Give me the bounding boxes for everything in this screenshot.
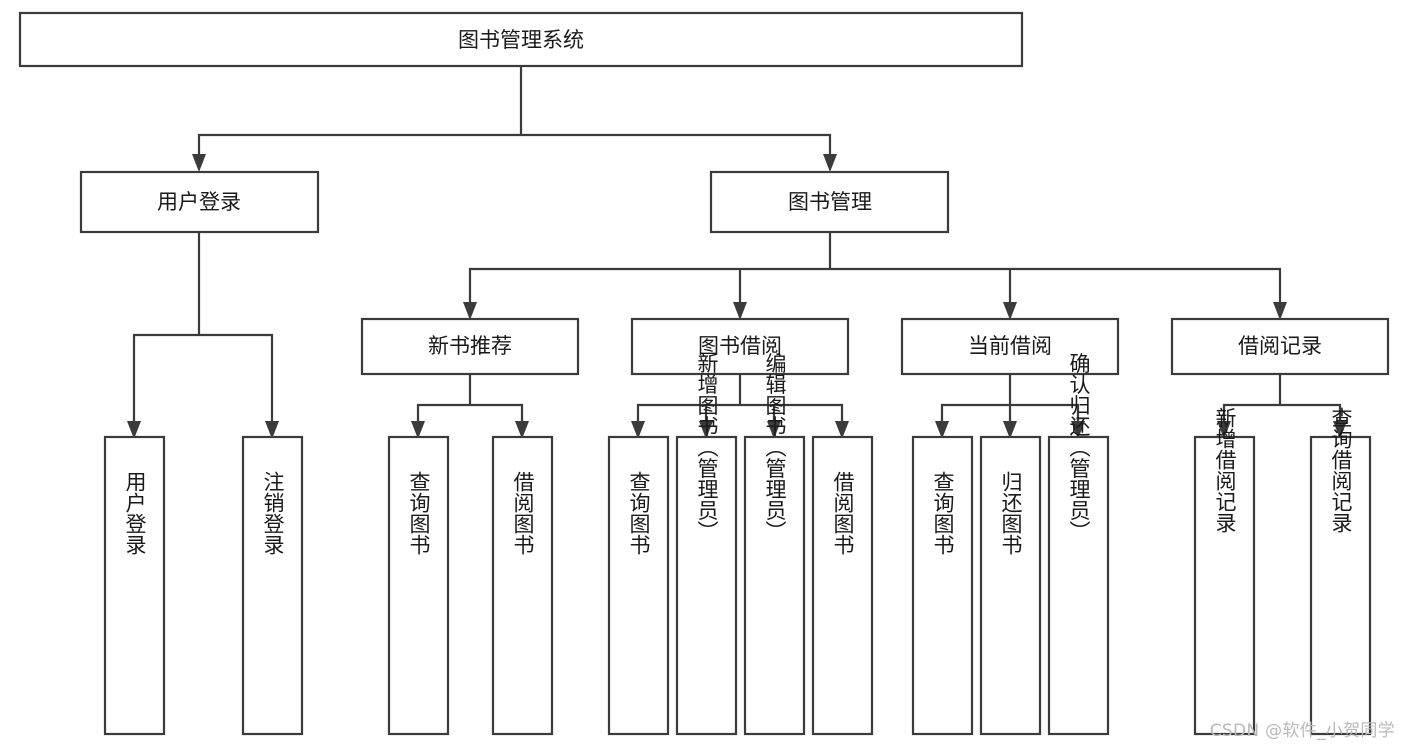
node-label-new-book-recommend: 新书推荐 bbox=[428, 334, 512, 358]
connector-user-login-stem bbox=[132, 230, 274, 427]
leaf-box-query-book-current[interactable] bbox=[911, 435, 974, 736]
node-new-book-recommend[interactable]: 新书推荐 bbox=[360, 317, 580, 376]
connector-layer bbox=[127, 64, 1347, 439]
leaf-edit-book[interactable]: 编辑图书（管理员） bbox=[743, 353, 806, 736]
connector-book-borrow-stem bbox=[636, 372, 844, 427]
node-book-management[interactable]: 图书管理 bbox=[709, 170, 950, 234]
leaf-label-query-book-borrow: 查询图书 bbox=[627, 471, 651, 555]
leaf-box-borrow-book[interactable] bbox=[811, 435, 874, 736]
arrow-to-leaf-add-record bbox=[1217, 421, 1231, 439]
leaf-box-confirm-return[interactable] bbox=[1047, 435, 1110, 736]
node-box-root[interactable] bbox=[18, 11, 1024, 68]
node-label-current-borrow: 当前借阅 bbox=[968, 334, 1052, 358]
leaf-box-return-book[interactable] bbox=[979, 435, 1042, 736]
leaf-add-borrow-record[interactable]: 新增借阅记录 bbox=[1193, 407, 1256, 736]
arrow-to-new-book-recommend bbox=[463, 302, 477, 320]
node-borrow-record[interactable]: 借阅记录 bbox=[1170, 317, 1390, 376]
leaf-query-book-recommend[interactable]: 查询图书 bbox=[387, 435, 450, 736]
connector-borrow-record-stem bbox=[1222, 372, 1342, 427]
leaf-return-book[interactable]: 归还图书 bbox=[979, 435, 1042, 736]
arrow-to-leaf-borrow-book-2 bbox=[835, 421, 849, 439]
leaf-label-user-login: 用户登录 bbox=[123, 471, 147, 555]
arrow-to-leaf-query-record bbox=[1333, 421, 1347, 439]
node-current-borrow[interactable]: 当前借阅 bbox=[900, 317, 1120, 376]
node-box-borrow-record[interactable] bbox=[1170, 317, 1390, 376]
node-book-borrow[interactable]: 图书借阅 bbox=[630, 317, 850, 376]
arrow-to-leaf-add-book bbox=[699, 421, 713, 439]
arrow-to-leaf-query-book-2 bbox=[631, 421, 645, 439]
leaf-borrow-book[interactable]: 借阅图书 bbox=[811, 435, 874, 736]
leaf-confirm-return[interactable]: 确认归还（管理员） bbox=[1047, 353, 1110, 736]
arrow-to-leaf-return-book bbox=[1003, 421, 1017, 439]
leaf-box-add-borrow-record[interactable] bbox=[1193, 435, 1256, 736]
leaf-label-confirm-return: 确认归还（管理员） bbox=[1067, 353, 1091, 542]
connector-root-stem bbox=[197, 64, 832, 160]
leaf-add-book[interactable]: 新增图书（管理员） bbox=[675, 353, 738, 736]
leaf-label-query-book-current: 查询图书 bbox=[931, 471, 955, 555]
leaf-box-borrow-book-recommend[interactable] bbox=[491, 435, 554, 736]
leaf-label-borrow-book: 借阅图书 bbox=[831, 471, 855, 555]
leaf-label-logout: 注销登录 bbox=[261, 471, 285, 555]
leaf-query-borrow-record[interactable]: 查询借阅记录 bbox=[1309, 407, 1372, 736]
arrow-to-book-manage bbox=[823, 154, 837, 172]
node-box-user-login[interactable] bbox=[79, 170, 320, 234]
leaf-label-query-book-recommend: 查询图书 bbox=[407, 471, 431, 555]
leaf-label-query-borrow-record: 查询借阅记录 bbox=[1329, 407, 1353, 533]
leaf-logout[interactable]: 注销登录 bbox=[241, 435, 304, 736]
arrow-to-current-borrow bbox=[1003, 302, 1017, 320]
leaf-label-add-book: 新增图书（管理员） bbox=[695, 353, 719, 542]
arrow-to-leaf-borrow-book-1 bbox=[515, 421, 529, 439]
leaf-label-add-borrow-record: 新增借阅记录 bbox=[1213, 407, 1237, 533]
arrow-to-user-login bbox=[192, 154, 206, 172]
node-user-login[interactable]: 用户登录 bbox=[79, 170, 320, 234]
arrow-to-leaf-query-book-1 bbox=[411, 421, 425, 439]
arrow-to-leaf-logout bbox=[265, 421, 279, 439]
node-box-book-borrow[interactable] bbox=[630, 317, 850, 376]
leaf-label-borrow-book-recommend: 借阅图书 bbox=[511, 471, 535, 555]
arrow-to-leaf-user-login bbox=[127, 421, 141, 439]
leaf-query-book-borrow[interactable]: 查询图书 bbox=[607, 435, 670, 736]
arrow-to-book-borrow bbox=[733, 302, 747, 320]
node-label-book-borrow: 图书借阅 bbox=[698, 334, 782, 358]
node-box-new-book-recommend[interactable] bbox=[360, 317, 580, 376]
leaf-box-query-book-borrow[interactable] bbox=[607, 435, 670, 736]
node-label-root: 图书管理系统 bbox=[458, 28, 584, 52]
leaf-label-edit-book: 编辑图书（管理员） bbox=[763, 353, 787, 542]
connector-book-manage-stem bbox=[468, 230, 1282, 308]
connector-current-borrow-stem bbox=[940, 372, 1080, 427]
leaf-box-query-borrow-record[interactable] bbox=[1309, 435, 1372, 736]
leaf-user-login[interactable]: 用户登录 bbox=[103, 435, 166, 736]
leaf-box-edit-book[interactable] bbox=[743, 435, 806, 736]
node-box-current-borrow[interactable] bbox=[900, 317, 1120, 376]
leaf-query-book-current[interactable]: 查询图书 bbox=[911, 435, 974, 736]
leaf-borrow-book-recommend[interactable]: 借阅图书 bbox=[491, 435, 554, 736]
node-label-book-management: 图书管理 bbox=[788, 190, 872, 214]
node-label-user-login: 用户登录 bbox=[157, 190, 241, 214]
leaf-box-query-book-recommend[interactable] bbox=[387, 435, 450, 736]
node-root-book-management-system[interactable]: 图书管理系统 bbox=[18, 11, 1024, 68]
leaf-label-return-book: 归还图书 bbox=[999, 471, 1023, 555]
arrow-to-leaf-confirm-return bbox=[1071, 421, 1085, 439]
arrow-to-borrow-record bbox=[1273, 302, 1287, 320]
arrow-to-leaf-query-book-3 bbox=[935, 421, 949, 439]
leaf-box-add-book[interactable] bbox=[675, 435, 738, 736]
arrow-to-leaf-edit-book bbox=[767, 421, 781, 439]
leaf-box-logout[interactable] bbox=[241, 435, 304, 736]
leaf-box-user-login[interactable] bbox=[103, 435, 166, 736]
node-label-borrow-record: 借阅记录 bbox=[1238, 334, 1322, 358]
connector-new-book-recommend-stem bbox=[416, 372, 524, 427]
node-box-book-management[interactable] bbox=[709, 170, 950, 234]
